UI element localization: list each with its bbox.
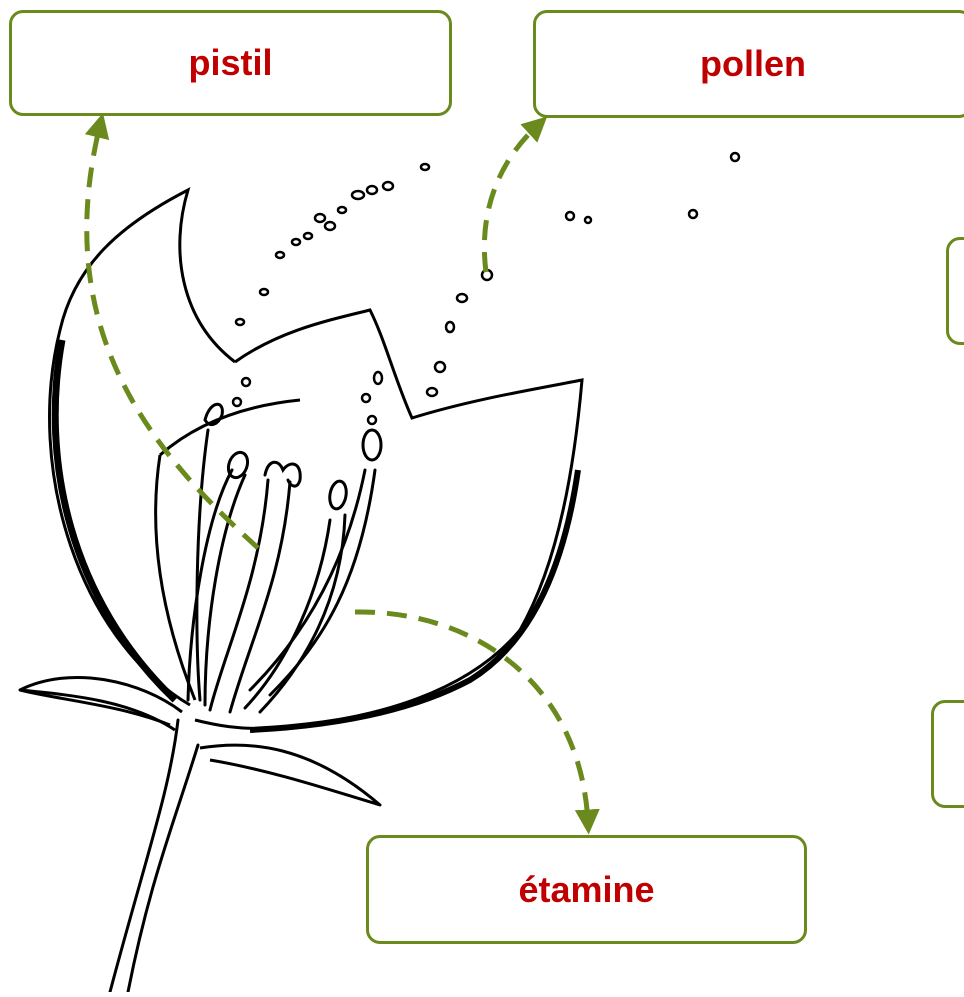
label-etamine: étamine [518,869,654,911]
label-box-pistil[interactable]: pistil [9,10,452,116]
label-box-empty-1[interactable] [946,237,964,345]
label-box-empty-2[interactable] [931,700,964,808]
arrow-etamine [355,612,588,822]
petal-back [50,190,235,705]
pollen-grains [233,153,739,424]
label-box-etamine[interactable]: étamine [366,835,807,944]
stem [110,720,198,992]
petal-front [195,310,582,728]
arrow-pistil [87,125,258,548]
label-pollen: pollen [700,43,806,85]
petal-front-shadow [250,470,578,730]
arrows [87,125,588,822]
label-box-pollen[interactable]: pollen [533,10,964,118]
arrow-pollen [484,125,538,272]
label-pistil: pistil [188,42,272,84]
stamens [188,404,381,712]
